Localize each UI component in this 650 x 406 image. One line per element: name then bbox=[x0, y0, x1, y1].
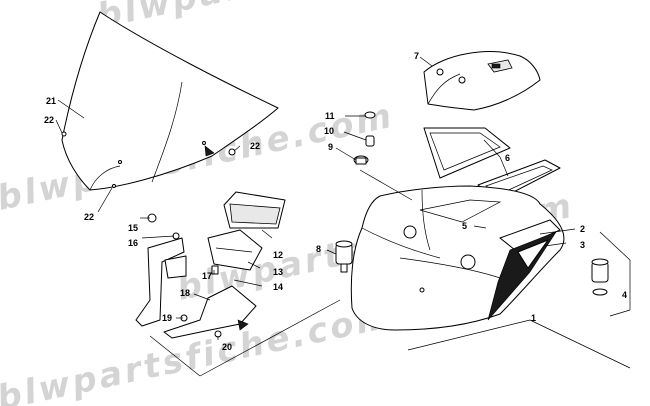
fastener-group-part[interactable] bbox=[353, 111, 376, 165]
callout-4[interactable]: 4 bbox=[622, 290, 627, 300]
watermark-top: blwpartsfiche.com bbox=[94, 0, 498, 37]
callout-6[interactable]: 6 bbox=[505, 153, 510, 163]
callout-1[interactable]: 1 bbox=[531, 313, 536, 323]
callout-11[interactable]: 11 bbox=[325, 111, 335, 121]
gauge-bracket-part[interactable] bbox=[207, 229, 263, 271]
callout-3[interactable]: 3 bbox=[580, 240, 585, 250]
callout-10[interactable]: 10 bbox=[324, 126, 334, 136]
callout-22-bottom[interactable]: 22 bbox=[84, 212, 94, 222]
callout-22-right[interactable]: 22 bbox=[250, 141, 260, 151]
leader-lines bbox=[55, 56, 631, 377]
callout-9[interactable]: 9 bbox=[328, 142, 333, 152]
callout-15[interactable]: 15 bbox=[128, 223, 138, 233]
latch-part[interactable] bbox=[335, 240, 353, 273]
callout-8[interactable]: 8 bbox=[316, 244, 321, 254]
callout-2[interactable]: 2 bbox=[580, 224, 585, 234]
callout-labels: 1 2 3 4 5 6 7 8 9 10 11 12 13 14 15 16 1… bbox=[44, 51, 627, 352]
callout-17[interactable]: 17 bbox=[202, 271, 212, 281]
callout-7[interactable]: 7 bbox=[414, 51, 419, 61]
callout-18[interactable]: 18 bbox=[180, 288, 190, 298]
console-cover-part[interactable] bbox=[423, 51, 541, 111]
callout-20[interactable]: 20 bbox=[222, 342, 232, 352]
callout-13[interactable]: 13 bbox=[273, 267, 283, 277]
watermark-bottom: blwpartsfiche.com bbox=[0, 296, 398, 406]
callout-5[interactable]: 5 bbox=[462, 221, 467, 231]
callout-21[interactable]: 21 bbox=[46, 96, 56, 106]
callout-16[interactable]: 16 bbox=[128, 238, 138, 248]
mounting-frame-part[interactable] bbox=[135, 213, 257, 339]
windshield-part[interactable] bbox=[61, 11, 279, 191]
callout-22-left[interactable]: 22 bbox=[44, 115, 54, 125]
gauge-part[interactable] bbox=[223, 191, 286, 229]
callout-12[interactable]: 12 bbox=[273, 250, 283, 260]
callout-14[interactable]: 14 bbox=[273, 282, 283, 292]
side-graphic-part[interactable] bbox=[487, 219, 561, 321]
grommet-part[interactable] bbox=[591, 258, 609, 296]
callout-19[interactable]: 19 bbox=[162, 313, 172, 323]
